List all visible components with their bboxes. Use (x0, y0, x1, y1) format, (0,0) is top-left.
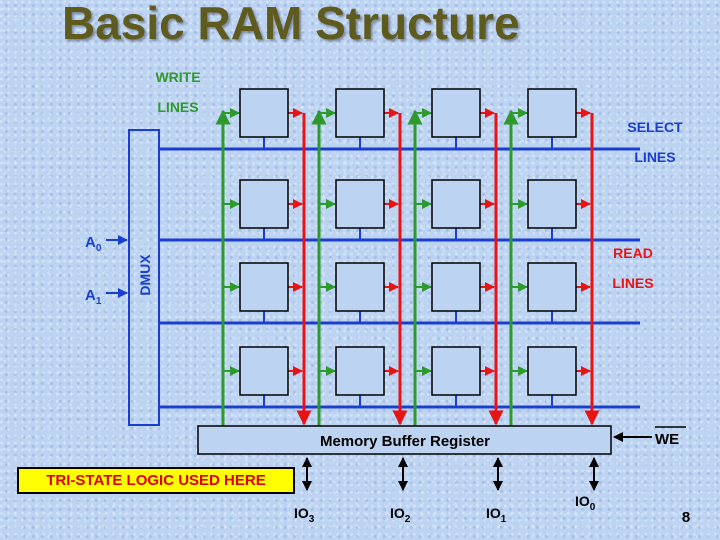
slide-title: Basic RAM Structure (62, 0, 520, 49)
write-lines-label-2: LINES (157, 99, 198, 115)
write-lines-label-1: WRITE (155, 69, 200, 85)
select-lines-label-1: SELECT (627, 119, 683, 135)
address-a0-label: A0 (85, 234, 102, 254)
memory-cell (527, 88, 577, 138)
io1-label: IO1 (486, 505, 507, 525)
address-a1-label: A1 (85, 287, 102, 307)
io0-label: IO0 (575, 493, 596, 513)
memory-buffer-register (197, 425, 612, 455)
read-lines-label-2: LINES (612, 275, 653, 291)
memory-cell (527, 179, 577, 229)
memory-cell (431, 88, 481, 138)
tri-state-banner: TRI-STATE LOGIC USED HERE (17, 467, 295, 494)
memory-cell (239, 88, 289, 138)
we-label: WE (655, 431, 679, 448)
memory-cell (239, 179, 289, 229)
memory-cell (239, 262, 289, 312)
mbr-label: Memory Buffer Register (320, 433, 490, 450)
memory-cell (239, 346, 289, 396)
memory-cell (431, 346, 481, 396)
memory-cell (335, 179, 385, 229)
memory-cell (431, 262, 481, 312)
memory-cell (527, 346, 577, 396)
memory-cell (527, 262, 577, 312)
dmux-box (128, 129, 160, 426)
dmux-label: DMUX (137, 254, 153, 296)
memory-cell (335, 88, 385, 138)
io3-label: IO3 (294, 505, 315, 525)
memory-cell (431, 179, 481, 229)
memory-cell (335, 262, 385, 312)
page-number: 8 (682, 509, 690, 526)
select-lines-label-2: LINES (634, 149, 675, 165)
memory-cell (335, 346, 385, 396)
read-lines-label-1: READ (613, 245, 653, 261)
io2-label: IO2 (390, 505, 411, 525)
